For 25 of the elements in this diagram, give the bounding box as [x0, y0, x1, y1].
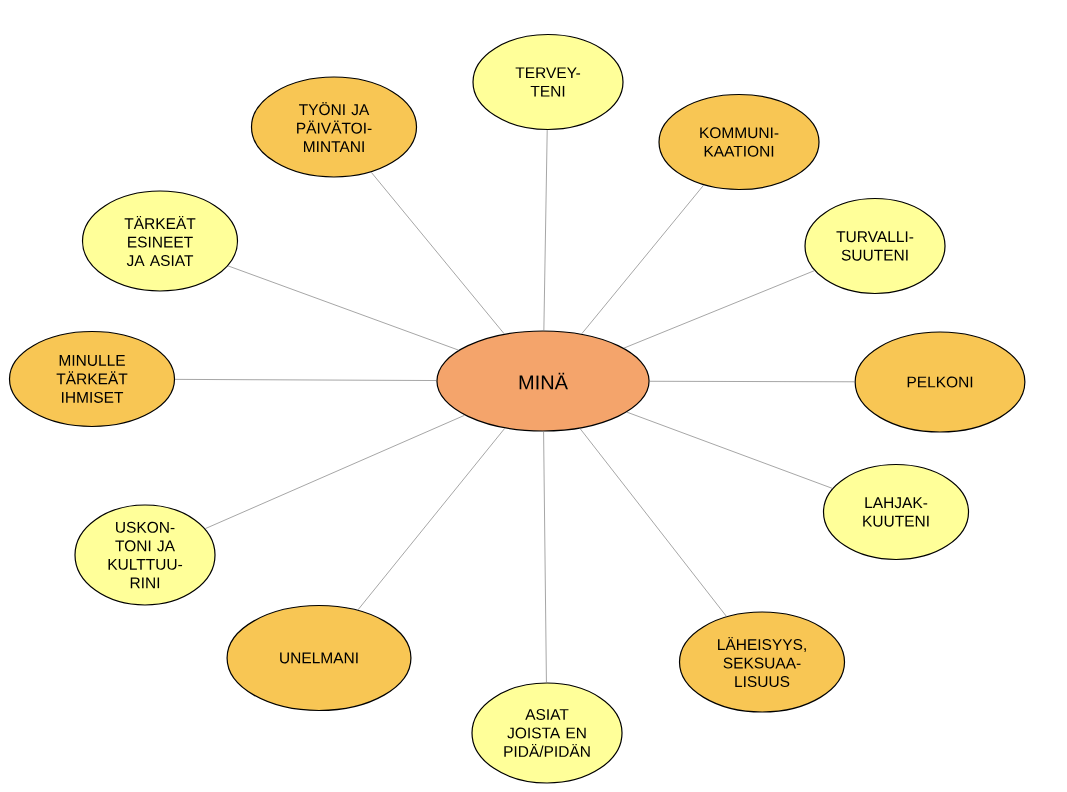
connector-line: [626, 411, 833, 489]
connector-line: [227, 265, 459, 351]
connector-line: [623, 270, 815, 349]
ellipse-node: USKON- TONI JA KULTTUU- RINI: [74, 504, 216, 606]
connector-line: [543, 129, 548, 331]
connector-line: [579, 428, 727, 617]
connector-line: [357, 427, 506, 611]
ellipse-node: TERVEY- TENI: [472, 33, 624, 131]
ellipse-node: TÄRKEÄT ESINEET JA ASIAT: [81, 190, 239, 292]
connector-line: [581, 184, 704, 335]
ellipse-node: UNELMANI: [226, 604, 412, 712]
ellipse-node: MINÄ: [436, 330, 650, 432]
ellipse-node: LAHJAK- KUUTENI: [822, 463, 970, 561]
ellipse-node: LÄHEISYYS, SEKSUAA- LISUUS: [678, 611, 846, 713]
ellipse-node: TURVALLI- SUUTENI: [804, 197, 946, 295]
connector-line: [543, 431, 547, 683]
connector-line: [649, 380, 855, 383]
ellipse-node: ASIAT JOISTA EN PIDÄ/PIDÄN: [471, 682, 623, 784]
ellipse-node: MINULLE TÄRKEÄT IHMISET: [8, 330, 176, 428]
ellipse-node: KOMMUNI- KAATIONI: [658, 93, 820, 191]
connector-line: [174, 379, 437, 381]
ellipse-node: PELKONI: [854, 331, 1026, 433]
connector-line: [204, 414, 465, 529]
connector-line: [370, 171, 505, 335]
ellipse-node: TYÖNI JA PÄIVÄTOI- MINTANI: [250, 76, 418, 178]
